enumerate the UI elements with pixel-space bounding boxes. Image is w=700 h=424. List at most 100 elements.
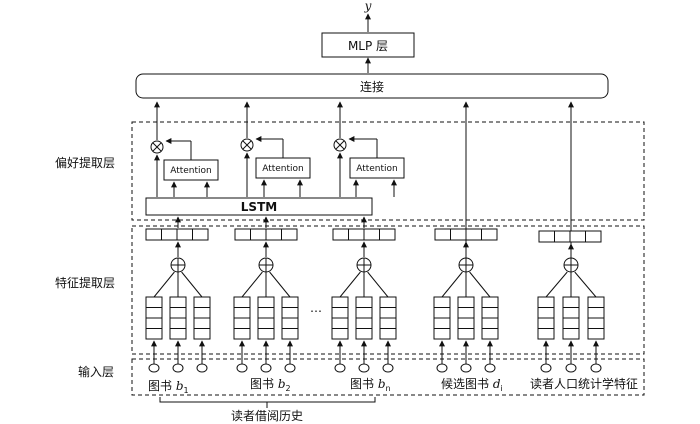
attention-group-3: Attention — [333, 101, 405, 197]
concat-bar — [135, 73, 609, 99]
feature-stack-cell-book2 — [281, 328, 299, 340]
attention-group-1: Attention — [150, 101, 219, 197]
input-label-book2: 图书 b2 — [250, 377, 291, 393]
attention-label-2: Attention — [262, 164, 304, 174]
feature-stack-cell-bookn — [331, 317, 349, 329]
feature-stack-cell-book2 — [257, 296, 275, 308]
input-node-book2 — [260, 363, 272, 373]
feature-layer-label: 特征提取层 — [55, 275, 115, 290]
input-node-candidate — [436, 363, 448, 373]
feature-stack-cell-candidate — [457, 307, 475, 319]
feature-stack-cell-book2 — [233, 317, 251, 329]
history-bracket — [159, 397, 376, 403]
feature-stack-cell-candidate — [433, 307, 451, 319]
feature-stack-cell-book1 — [145, 328, 163, 340]
feature-stack-cell-bookn — [331, 328, 349, 340]
embedding-cell-book2 — [250, 228, 267, 241]
feature-stack-cell-candidate — [457, 328, 475, 340]
input-node-book1 — [172, 363, 184, 373]
embedding-cell-book2 — [281, 228, 298, 241]
embedding-cell-candidate — [481, 228, 498, 241]
feature-stack-cell-book1 — [193, 328, 211, 340]
embedding-cell-book1 — [161, 228, 178, 241]
lstm-label: LSTM — [241, 200, 277, 214]
attention-group-2: Attention — [240, 101, 311, 197]
feature-stack-cell-candidate — [481, 328, 499, 340]
embedding-cell-book2 — [234, 228, 251, 241]
feature-stack-cell-bookn — [379, 317, 397, 329]
embedding-cell-candidate — [434, 228, 451, 241]
embedding-cell-book2 — [265, 228, 282, 241]
feature-stack-cell-book1 — [169, 317, 187, 329]
feature-stack-cell-book2 — [257, 317, 275, 329]
feature-stack-cell-book1 — [193, 317, 211, 329]
feature-stack-cell-book2 — [233, 307, 251, 319]
input-node-candidate — [484, 363, 496, 373]
feature-stack-cell-bookn — [379, 307, 397, 319]
mlp-box — [321, 32, 415, 58]
feature-stack-cell-demographic — [587, 328, 605, 340]
feature-stack-cell-candidate — [481, 317, 499, 329]
feature-stack-cell-book2 — [233, 328, 251, 340]
feature-stack-cell-demographic — [587, 296, 605, 308]
feature-stack-cell-demographic — [587, 307, 605, 319]
feature-stack-cell-book1 — [145, 296, 163, 308]
embedding-cell-bookn — [332, 228, 349, 241]
input-node-bookn — [358, 363, 370, 373]
input-label-candidate: 候选图书 di — [441, 377, 503, 393]
embedding-cell-bookn — [348, 228, 365, 241]
embedding-cell-book1 — [145, 228, 162, 241]
feature-stack-cell-book1 — [193, 296, 211, 308]
feature-stack-cell-candidate — [457, 296, 475, 308]
input-node-bookn — [382, 363, 394, 373]
feature-stack-cell-bookn — [331, 307, 349, 319]
input-node-candidate — [460, 363, 472, 373]
embedding-cell-bookn — [363, 228, 380, 241]
feature-stack-cell-demographic — [562, 317, 580, 329]
input-node-demographic — [540, 363, 552, 373]
feature-stack-cell-demographic — [562, 328, 580, 340]
embedding-cell-book1 — [176, 228, 193, 241]
output-label: y — [364, 0, 372, 13]
input-node-book2 — [236, 363, 248, 373]
input-layer-label: 输入层 — [78, 364, 114, 379]
mlp-label: MLP 层 — [348, 39, 388, 53]
feature-stack-cell-bookn — [379, 328, 397, 340]
input-node-book2 — [284, 363, 296, 373]
feature-stack-cell-bookn — [331, 296, 349, 308]
input-node-demographic — [590, 363, 602, 373]
feature-stack-cell-demographic — [537, 328, 555, 340]
input-node-book1 — [148, 363, 160, 373]
feature-stack-cell-demographic — [537, 307, 555, 319]
feature-stack-cell-candidate — [433, 317, 451, 329]
concat-label: 连接 — [360, 79, 384, 94]
feature-groups — [145, 216, 605, 373]
attention-label-3: Attention — [356, 164, 398, 174]
feature-stack-cell-bookn — [355, 317, 373, 329]
embedding-cell-demographic — [585, 230, 602, 243]
feature-stack-cell-candidate — [481, 296, 499, 308]
feature-stack-cell-book1 — [169, 328, 187, 340]
feature-stack-cell-demographic — [562, 307, 580, 319]
feature-stack-cell-book1 — [169, 296, 187, 308]
feature-stack-cell-book1 — [193, 307, 211, 319]
embedding-cell-demographic — [569, 230, 586, 243]
embedding-cell-book1 — [192, 228, 209, 241]
feature-stack-cell-book1 — [145, 317, 163, 329]
feature-stack-cell-book2 — [281, 296, 299, 308]
embedding-cell-candidate — [450, 228, 467, 241]
preference-layer-box — [131, 121, 645, 221]
feature-stack-cell-book2 — [281, 317, 299, 329]
feature-stack-cell-book1 — [169, 307, 187, 319]
feature-stack-cell-demographic — [587, 317, 605, 329]
feature-stack-cell-demographic — [537, 317, 555, 329]
feature-stack-cell-demographic — [562, 296, 580, 308]
feature-stack-cell-book2 — [281, 307, 299, 319]
preference-layer-label: 偏好提取层 — [55, 155, 115, 170]
feature-stack-cell-book2 — [233, 296, 251, 308]
feature-stack-cell-candidate — [481, 307, 499, 319]
input-label-book1: 图书 b1 — [148, 379, 189, 395]
feature-stack-cell-candidate — [457, 317, 475, 329]
history-label: 读者借阅历史 — [231, 409, 303, 423]
